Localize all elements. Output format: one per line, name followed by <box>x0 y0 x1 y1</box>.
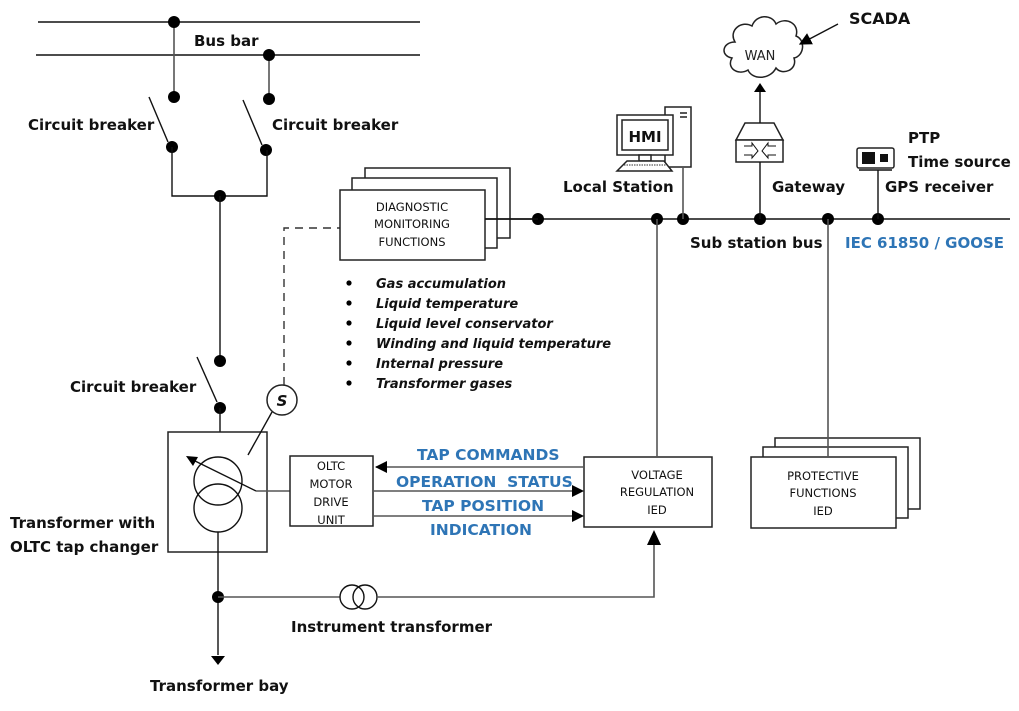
sensor-label: S <box>277 392 288 410</box>
junction-dot <box>263 93 275 105</box>
oltc-box-line: MOTOR <box>309 477 352 491</box>
instrument-transformer-coil-2 <box>352 584 378 610</box>
bullet-icon <box>346 340 352 346</box>
diagnostic-box-line: MONITORING <box>374 217 450 231</box>
tap-arrow-head-icon <box>186 456 198 466</box>
circuit-breaker-lower: Circuit breaker <box>70 355 226 414</box>
transformer-label-line1: Transformer with <box>10 514 155 532</box>
junction-dot <box>168 91 180 103</box>
arrow-right-icon <box>572 510 584 522</box>
protective-functions-ied: PROTECTIVE FUNCTIONS IED <box>750 219 921 529</box>
circuit-breaker-left: Circuit breaker <box>28 16 180 153</box>
substation-bus: Sub station bus IEC 61850 / GOOSE <box>485 213 1010 252</box>
sensor-dashed-link <box>283 227 340 385</box>
diagnostic-box-line: FUNCTIONS <box>378 235 445 249</box>
local-station-hmi: HMI Local Station <box>563 106 692 219</box>
diagnostic-monitoring-box: DIAGNOSTIC MONITORING FUNCTIONS <box>339 167 511 261</box>
bullet-icon <box>346 280 352 286</box>
indication-label: INDICATION <box>430 521 532 539</box>
circuit-breaker-lower-label: Circuit breaker <box>70 378 197 396</box>
transformer-bay-label: Transformer bay <box>150 677 289 695</box>
protective-box-line: FUNCTIONS <box>789 486 856 500</box>
vr-box-line: IED <box>647 503 667 517</box>
tap-arrow-icon <box>190 458 257 492</box>
transformer-label-line2: OLTC tap changer <box>10 538 159 556</box>
bullet-icon <box>346 320 352 326</box>
bus-bar: Bus bar <box>36 21 420 56</box>
list-item: Gas accumulation <box>376 277 506 292</box>
hmi-label: HMI <box>628 128 661 146</box>
bullet-icon <box>346 380 352 386</box>
junction-dot <box>260 144 272 156</box>
oltc-motor-drive-unit: OLTC MOTOR DRIVE UNIT <box>289 455 374 527</box>
transformer-with-oltc: Transformer with OLTC tap changer <box>10 431 290 556</box>
gateway-uplink-arrow-icon <box>754 83 766 92</box>
sensor: S <box>247 227 340 456</box>
protective-box-line: PROTECTIVE <box>787 469 859 483</box>
breaker-blade <box>148 96 169 143</box>
instrument-transformer: Instrument transformer <box>218 530 661 636</box>
breaker-blade <box>196 356 218 403</box>
transformer-winding-primary <box>193 456 243 506</box>
oltc-box-line: OLTC <box>317 459 345 473</box>
diagnostic-box-line: DIAGNOSTIC <box>376 200 448 214</box>
protocol-label: IEC 61850 / GOOSE <box>845 234 1004 252</box>
junction-dot <box>168 16 180 28</box>
bus-bar-label: Bus bar <box>194 32 259 50</box>
wan-cloud: WAN <box>723 16 804 78</box>
gps-receiver: PTP Time source GPS receiver <box>856 129 1011 219</box>
cloud-icon <box>723 16 804 78</box>
sensor-icon <box>266 384 298 416</box>
bullet-icon <box>346 300 352 306</box>
wan-label: WAN <box>745 49 776 64</box>
operation-status-label: OPERATION STATUS <box>396 473 573 491</box>
gateway: Gateway <box>734 83 845 219</box>
scada-label: SCADA <box>849 9 911 28</box>
gateway-label: Gateway <box>772 178 845 196</box>
junction-dot <box>263 49 275 61</box>
circuit-breaker-right-label: Circuit breaker <box>272 116 399 134</box>
instrument-transformer-coil-1 <box>339 584 365 610</box>
tap-commands-label: TAP COMMANDS <box>417 446 560 464</box>
ptp-label: PTP <box>908 129 940 147</box>
oltc-box-line: UNIT <box>317 513 345 527</box>
time-source-label: Time source <box>908 153 1011 171</box>
circuit-breaker-left-label: Circuit breaker <box>28 116 155 134</box>
circuit-breaker-right: Circuit breaker <box>242 49 399 156</box>
list-item: Liquid temperature <box>376 297 518 312</box>
arrow-left-icon <box>375 461 387 473</box>
keyboard-icon <box>615 160 674 172</box>
voltage-regulation-ied: VOLTAGE REGULATION IED <box>583 219 713 528</box>
list-item: Transformer gases <box>376 377 513 392</box>
gps-receiver-label: GPS receiver <box>885 178 994 196</box>
tap-position-label: TAP POSITION <box>422 497 544 515</box>
bullet-icon <box>346 360 352 366</box>
protective-box-line: IED <box>813 504 833 518</box>
instrument-transformer-label: Instrument transformer <box>291 618 493 636</box>
signal-links: TAP COMMANDS OPERATION STATUS TAP POSITI… <box>373 446 584 539</box>
vr-box-line: VOLTAGE <box>631 468 683 482</box>
breaker-blade <box>242 99 263 146</box>
junction-dot <box>214 355 226 367</box>
voltage-input-arrow-icon <box>647 530 661 545</box>
scada-arrow-icon <box>798 23 839 45</box>
transformer-bay-arrow-icon <box>211 656 225 665</box>
diagnostic-items-list: Gas accumulation Liquid temperature Liqu… <box>346 277 611 392</box>
list-item: Liquid level conservator <box>376 317 554 332</box>
list-item: Internal pressure <box>376 357 503 372</box>
oltc-box-line: DRIVE <box>313 495 348 509</box>
arrow-right-icon <box>572 485 584 497</box>
gateway-router-icon <box>734 122 785 141</box>
sub-station-bus-label: Sub station bus <box>690 234 823 252</box>
list-item: Winding and liquid temperature <box>376 337 611 352</box>
vr-box-line: REGULATION <box>620 485 694 499</box>
local-station-label: Local Station <box>563 178 674 196</box>
